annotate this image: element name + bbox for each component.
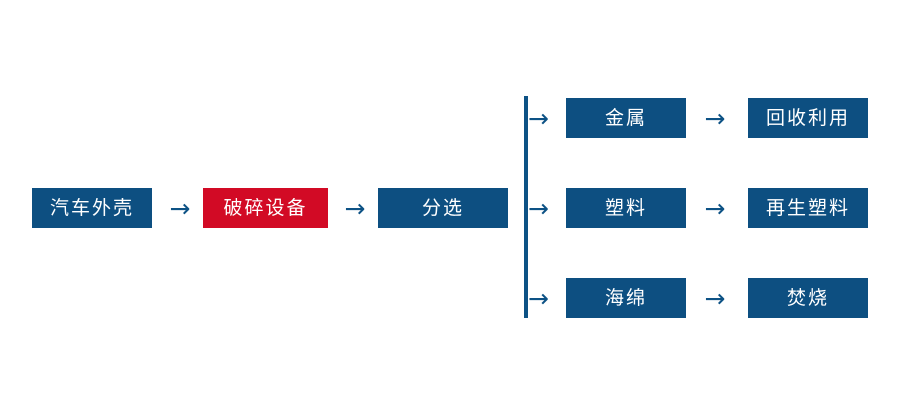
node-sorting[interactable]: 分选 xyxy=(378,188,508,228)
node-metal[interactable]: 金属 xyxy=(566,98,686,138)
branch-splitter-line xyxy=(524,96,528,318)
arrow-right-icon-crusher-to-sorting: → xyxy=(344,193,366,223)
node-plastic[interactable]: 塑料 xyxy=(566,188,686,228)
arrow-right-icon-metal-to-recycle: → xyxy=(704,103,726,133)
arrow-right-icon-plastic-to-recycled-plastic: → xyxy=(704,193,726,223)
node-crushing-equipment[interactable]: 破碎设备 xyxy=(203,188,328,228)
arrow-right-icon-branch-metal: → xyxy=(528,103,549,133)
node-recycled-plastic[interactable]: 再生塑料 xyxy=(748,188,868,228)
arrow-right-icon-shell-to-crusher: → xyxy=(169,193,191,223)
node-sponge[interactable]: 海绵 xyxy=(566,278,686,318)
arrow-right-icon-branch-sponge: → xyxy=(528,283,549,313)
node-recycle-reuse[interactable]: 回收利用 xyxy=(748,98,868,138)
node-vehicle-shell[interactable]: 汽车外壳 xyxy=(32,188,152,228)
node-incineration[interactable]: 焚烧 xyxy=(748,278,868,318)
arrow-right-icon-branch-plastic: → xyxy=(528,193,549,223)
arrow-right-icon-sponge-to-incineration: → xyxy=(704,283,726,313)
